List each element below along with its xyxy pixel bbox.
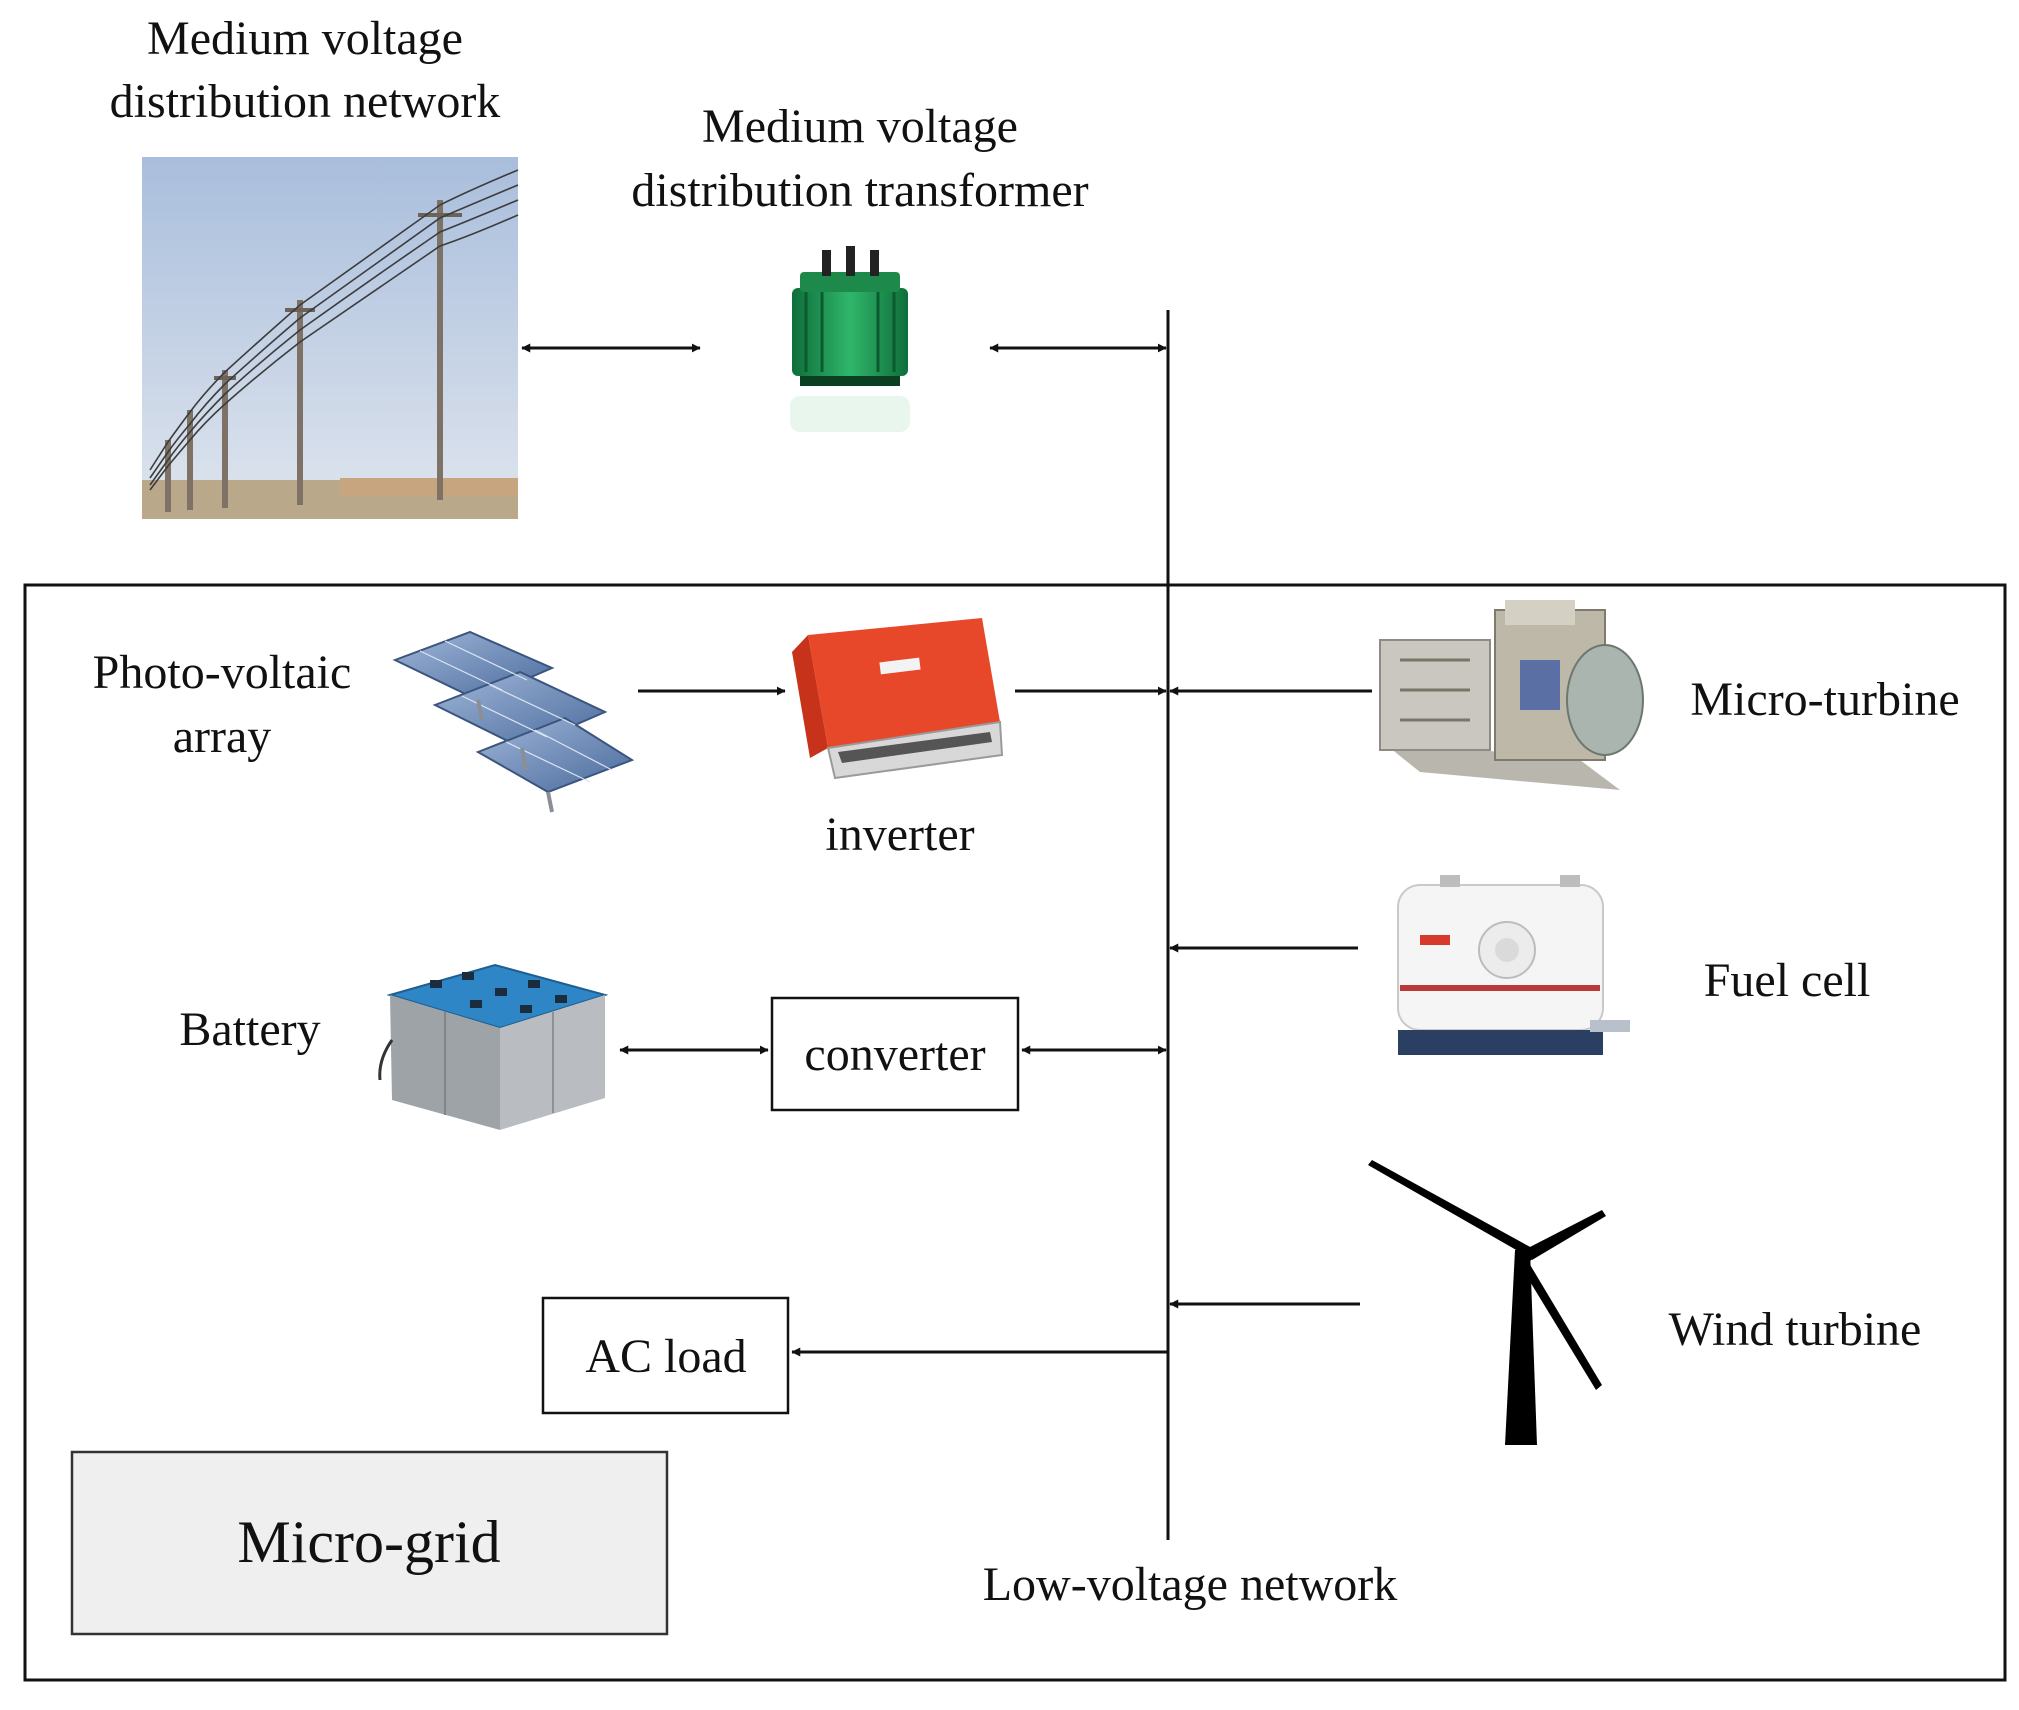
low-voltage-network-label: Low-voltage network [983, 1558, 1398, 1611]
micro-grid-label-box: Micro-grid [70, 1450, 669, 1636]
ac-load-label: AC load [585, 1330, 746, 1383]
pv-array-label-line2: array [173, 710, 272, 763]
micro-turbine-label: Micro-turbine [1690, 673, 1959, 726]
wind-turbine-icon [1368, 1160, 1606, 1445]
ac-load-box: AC load [541, 1296, 790, 1415]
battery-label: Battery [179, 1003, 320, 1056]
pv-array-label-line1: Photo-voltaic [93, 646, 352, 699]
mv-network-label-line2: distribution network [110, 75, 501, 128]
solar-panel-icon [392, 630, 635, 813]
converter-box: converter [770, 996, 1020, 1112]
battery-icon [378, 963, 609, 1130]
inverter-label: inverter [825, 808, 974, 861]
mv-transformer-label-line2: distribution transformer [631, 164, 1088, 217]
fuel-cell-label: Fuel cell [1704, 954, 1871, 1007]
micro-grid-label: Micro-grid [237, 1509, 500, 1575]
micro-turbine-icon [1379, 600, 1644, 790]
converter-label: converter [804, 1028, 985, 1081]
fuel-cell-icon [1397, 875, 1630, 1055]
transformer-icon [790, 246, 910, 432]
power-lines-photo-icon [142, 157, 519, 519]
mv-transformer-label-line1: Medium voltage [702, 100, 1018, 153]
wind-turbine-label: Wind turbine [1669, 1303, 1922, 1356]
micro-grid-boundary [23, 583, 2007, 1682]
inverter-icon [792, 618, 1004, 780]
mv-network-label-line1: Medium voltage [147, 12, 463, 65]
